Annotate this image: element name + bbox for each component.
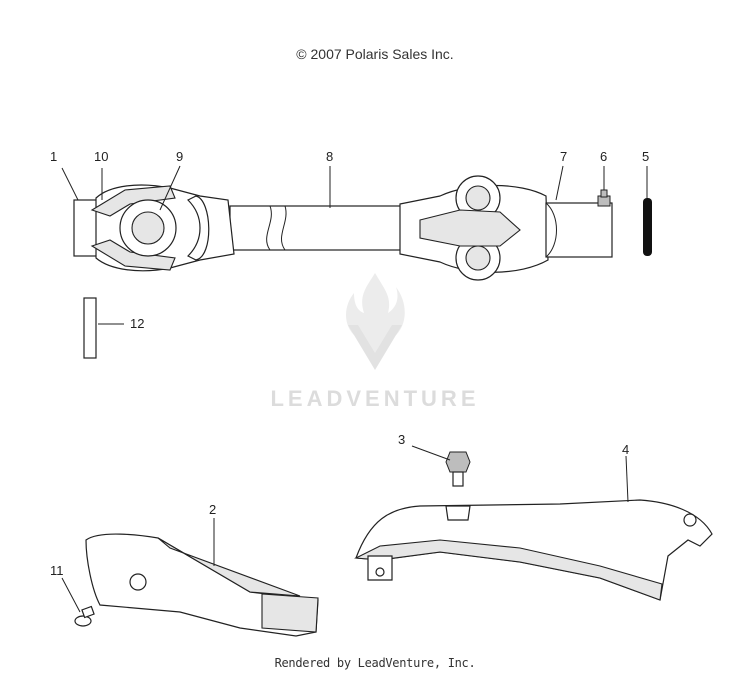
- driveshaft-assembly: [73, 175, 652, 281]
- right-bearing-upper-inner: [465, 185, 491, 211]
- guard-right-hole: [683, 513, 697, 527]
- grease-fitting-tip: [600, 189, 608, 198]
- bearing-cap-inner[interactable]: [131, 211, 165, 245]
- callout-2: 2: [209, 502, 216, 517]
- callout-4: 4: [622, 442, 629, 457]
- driveshaft-guard-left[interactable]: [85, 533, 319, 637]
- slip-tube[interactable]: [545, 202, 613, 258]
- shaft-break-line-left: [280, 205, 287, 251]
- callout-6: 6: [600, 149, 607, 164]
- callout-1: 1: [50, 149, 57, 164]
- guard-right-lower-edge: [353, 539, 663, 601]
- callout-10: 10: [94, 149, 108, 164]
- snap-ring[interactable]: [643, 198, 652, 256]
- guard-right-assembly: [353, 499, 713, 601]
- right-bearing-lower-inner: [465, 245, 491, 271]
- leader-11: [61, 577, 81, 613]
- callout-12: 12: [130, 316, 144, 331]
- callout-3: 3: [398, 432, 405, 447]
- leadventure-logo-icon: [346, 273, 405, 370]
- slip-tube-edge: [545, 202, 557, 258]
- leader-1: [61, 167, 79, 201]
- flange-bolt[interactable]: [445, 451, 471, 487]
- copyright-text: © 2007 Polaris Sales Inc.: [296, 46, 454, 62]
- guard-left-assembly: [85, 533, 319, 637]
- callout-5: 5: [642, 149, 649, 164]
- left-cross-upper[interactable]: [90, 185, 176, 217]
- shaft-tube[interactable]: [229, 205, 407, 251]
- guard-left-hole: [129, 573, 147, 591]
- leader-9: [159, 165, 181, 211]
- leader-7: [555, 165, 564, 201]
- rivet-stem: [81, 605, 95, 619]
- left-cross-lower[interactable]: [90, 239, 176, 271]
- callout-9: 9: [176, 149, 183, 164]
- callout-8: 8: [326, 149, 333, 164]
- leader-3: [411, 445, 451, 461]
- callout-7: 7: [560, 149, 567, 164]
- bolt-head: [445, 451, 471, 473]
- left-yoke-ring: [186, 195, 210, 261]
- watermark-text: LEADVENTURE: [270, 386, 480, 411]
- roll-pin[interactable]: [83, 297, 97, 359]
- right-cross[interactable]: [419, 209, 521, 247]
- guard-right-bracket-hole: [375, 567, 385, 577]
- callout-11: 11: [50, 563, 64, 578]
- shaft-break-line-right: [266, 205, 272, 251]
- footer-text: Rendered by LeadVenture, Inc.: [274, 656, 476, 670]
- guard-right-tab: [445, 505, 471, 521]
- leader-4: [625, 455, 629, 503]
- rivet-head: [74, 615, 92, 627]
- push-rivet[interactable]: [74, 605, 95, 627]
- guard-left-end-face: [261, 593, 319, 633]
- guard-left-top-edge: [157, 537, 301, 597]
- bolt-shank: [452, 471, 464, 487]
